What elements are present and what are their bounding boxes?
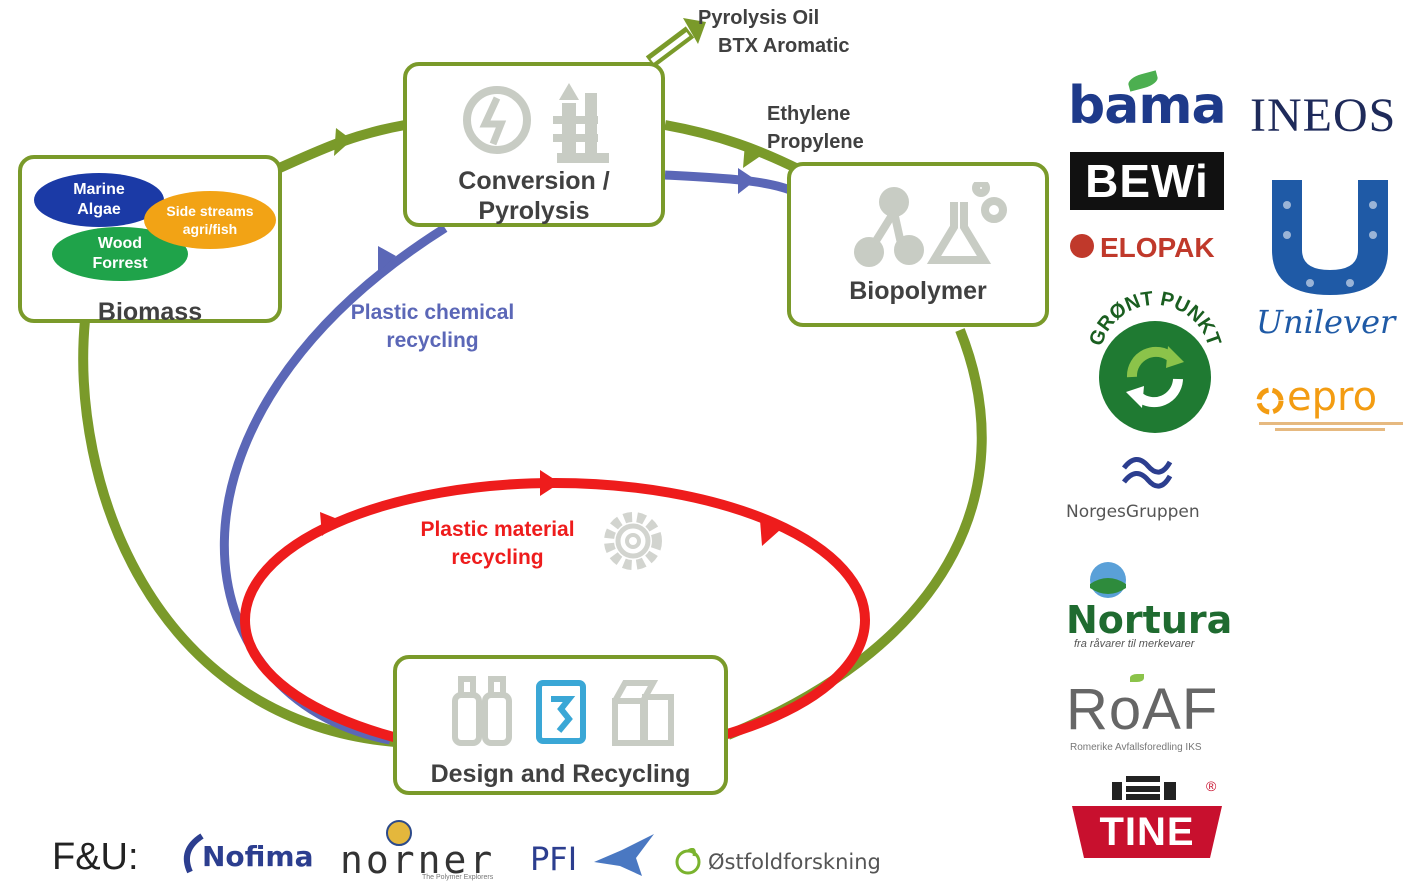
output-pyrolysis-oil: Pyrolysis Oil — [698, 7, 820, 29]
circular-economy-diagram — [78, 18, 987, 762]
bewi-logo: BEWi — [1070, 152, 1224, 210]
nofima-swoosh-icon — [184, 833, 204, 874]
norgesgruppen-mark-icon — [1122, 457, 1173, 489]
ostfold-leaf-icon — [675, 848, 701, 875]
pyrolysis-output-arrowhead — [683, 18, 706, 44]
chemical-recycling-label: Plastic chemical recycling — [350, 301, 515, 352]
conversion-node: Conversion / Pyrolysis — [403, 62, 665, 227]
container-icon — [536, 680, 586, 744]
biopolymer-label: Biopolymer — [849, 277, 987, 305]
tine-crown-icon — [1112, 776, 1176, 800]
tine-logo: ® TINE — [1072, 772, 1227, 862]
biopolymer-node: Biopolymer — [787, 162, 1049, 327]
biomass-cycle-arrow — [78, 319, 396, 747]
elopak-logo: ELOPAK — [1068, 228, 1228, 268]
molecule-icon — [854, 187, 924, 267]
output-btx-aromatic: BTX Aromatic — [718, 35, 850, 57]
packages-icon — [612, 680, 674, 746]
design-recycling-node: Design and Recycling — [393, 655, 728, 795]
design-recycling-label: Design and Recycling — [430, 760, 691, 788]
nofima-logo: Nofima — [172, 832, 322, 882]
output-ethylene: Ethylene — [767, 103, 851, 125]
gront-punkt-logo: GRØNT PUNKT — [1080, 282, 1230, 442]
ineos-logo: INEOS — [1250, 89, 1397, 142]
roaf-logo: RoAF Romerike Avfallsforedling IKS — [1066, 668, 1231, 758]
output-propylene: Propylene — [767, 131, 864, 153]
biomass-node: Marine Algae Wood Forrest Side streams a… — [18, 155, 282, 326]
design-icons — [452, 676, 674, 746]
arrowhead-blue-1 — [378, 246, 396, 272]
bottles-icon — [452, 676, 512, 746]
nortura-logo: Nortura fra råvarer til merkevarer — [1066, 560, 1232, 655]
material-recycling-label: Plastic material recycling — [420, 518, 575, 569]
registered-mark: ® — [1206, 778, 1217, 794]
conversion-icons — [463, 83, 609, 163]
bama-logo: bama — [1068, 70, 1228, 140]
arrowhead-red-3 — [760, 520, 780, 546]
biopolymer-icons — [854, 182, 1007, 267]
recycle-arrows-icon — [1256, 387, 1284, 415]
unilever-u-icon — [1272, 180, 1388, 295]
elopak-mark-icon — [1070, 234, 1094, 258]
arrowhead-red-2 — [320, 512, 340, 536]
biomass-label: Biomass — [97, 298, 203, 326]
norner-dot-icon — [386, 820, 412, 846]
pyrolysis-output-arrow-inner — [650, 32, 690, 63]
arrowhead-red-1 — [540, 470, 560, 496]
nortura-mark-icon — [1090, 562, 1126, 598]
refinery-icon — [553, 83, 609, 163]
unilever-logo: Unilever — [1250, 175, 1410, 345]
arrowhead-green-1 — [334, 128, 352, 156]
norgesgruppen-logo: NorgesGruppen — [1066, 448, 1226, 528]
gear-icon — [604, 512, 662, 570]
epro-logo: epro — [1255, 374, 1405, 438]
conversion-label: Conversion / Pyrolysis — [458, 167, 610, 225]
side-streams-source: Side streams agri/fish — [144, 191, 276, 249]
roaf-leaf-icon — [1130, 674, 1144, 682]
pfi-logo: PFI — [530, 832, 660, 882]
flask-icon — [926, 182, 1007, 264]
renewable-energy-icon — [463, 86, 531, 154]
marine-algae-source: Marine Algae — [34, 173, 164, 227]
arrowhead-green-2 — [743, 143, 762, 168]
tine-badge: TINE — [1072, 806, 1222, 858]
gront-punkt-icon: GRØNT PUNKT — [1085, 288, 1225, 433]
conversion-to-biopolymer-arrow — [664, 120, 803, 175]
ostfoldforskning-logo: Østfoldforskning — [674, 844, 884, 884]
norner-logo: norner The Polymer Explorers — [340, 820, 510, 882]
arrowhead-blue-2 — [738, 168, 756, 194]
pfi-bird-icon — [594, 834, 654, 876]
research-label: F&U: — [52, 836, 139, 878]
